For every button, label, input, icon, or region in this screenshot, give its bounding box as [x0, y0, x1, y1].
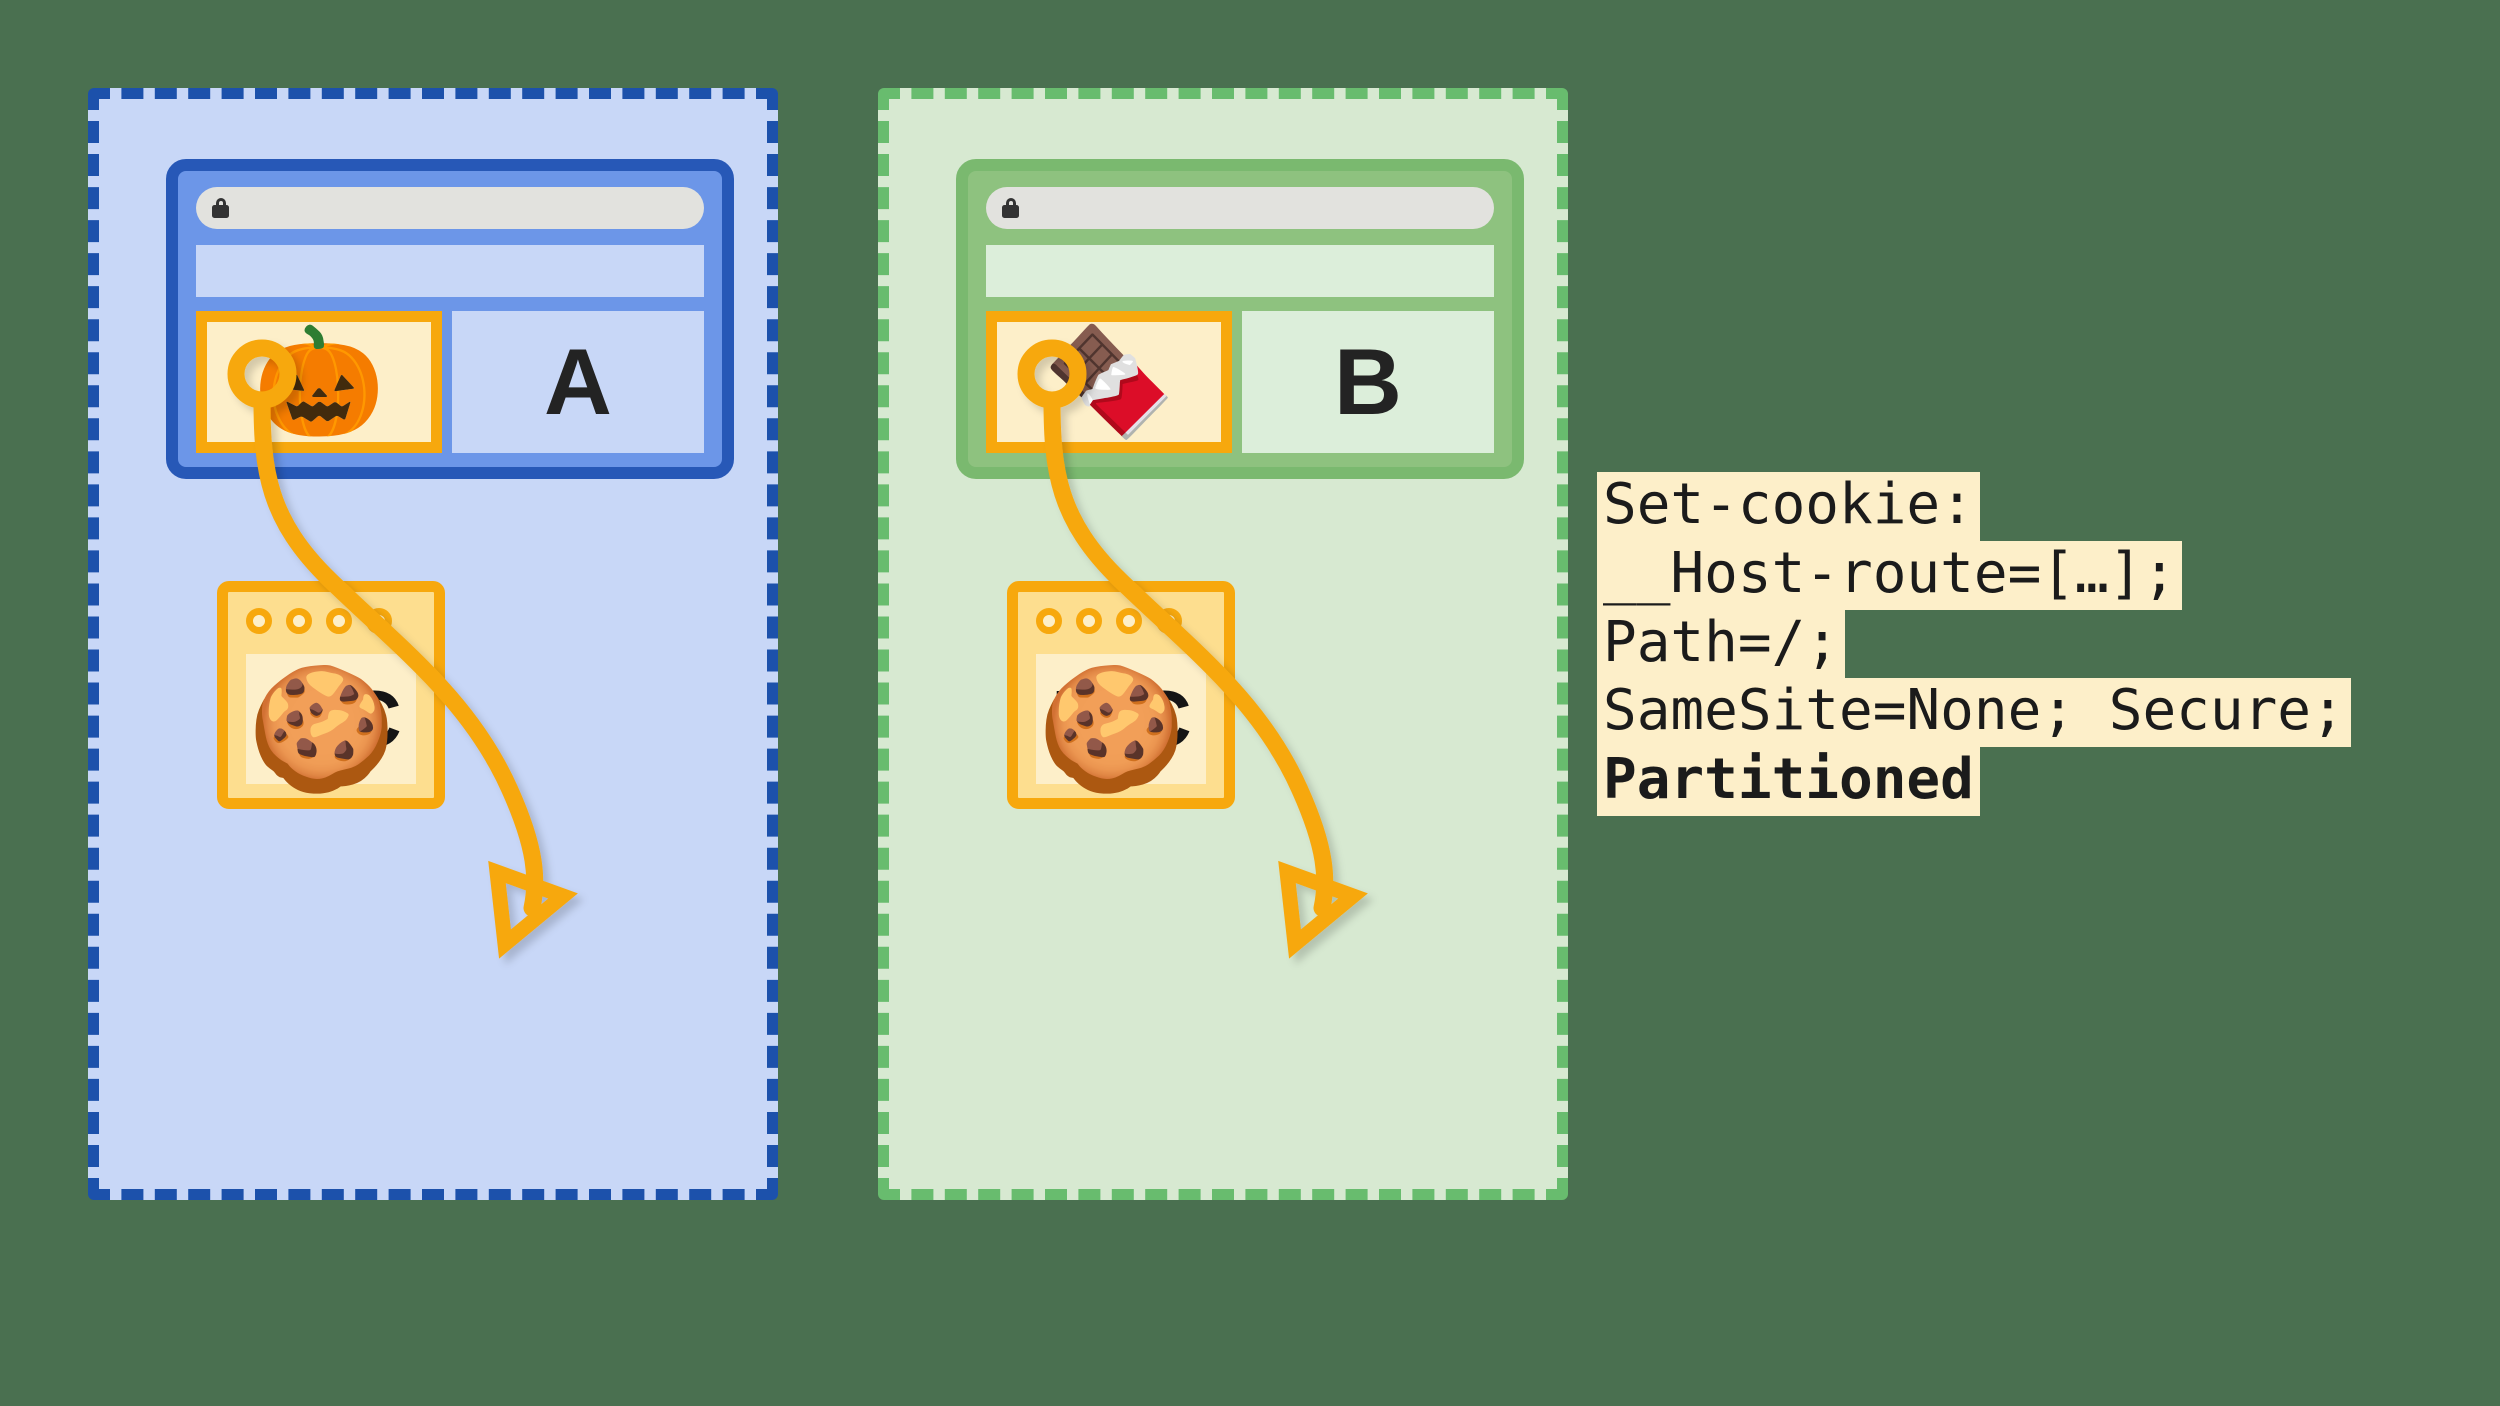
- address-bar-b[interactable]: [986, 187, 1494, 229]
- code-line-2: Path=/;: [1597, 609, 1846, 679]
- code-line-0: Set-cookie:: [1597, 472, 1980, 541]
- code-line-1: __Host-route=[…];: [1597, 540, 2183, 610]
- partition-a: 🎃 A 🍪 A:C: [88, 88, 778, 1200]
- site-letter-a: A: [452, 311, 704, 453]
- storage-box-dot: [326, 608, 352, 634]
- storage-box-dot: [1036, 608, 1062, 634]
- lock-icon: [1002, 197, 1019, 219]
- page-lower-row-a: 🎃 A: [196, 311, 704, 453]
- cookie-icon-b: 🍪: [1037, 662, 1187, 796]
- site-letter-b: B: [1242, 311, 1494, 453]
- embedded-iframe-a: 🎃: [196, 311, 442, 453]
- jack-o-lantern-emoji: 🎃: [253, 323, 385, 441]
- cookie-icon-a: 🍪: [247, 662, 397, 796]
- browser-window-a: 🎃 A: [166, 159, 734, 479]
- set-cookie-header-code: Set-cookie: __Host-route=[…]; Path=/; Sa…: [1597, 472, 2351, 816]
- page-content-band-b: [986, 245, 1494, 297]
- page-content-band-a: [196, 245, 704, 297]
- storage-box-dots: [1036, 608, 1182, 634]
- storage-box-dot: [246, 608, 272, 634]
- address-bar-a[interactable]: [196, 187, 704, 229]
- embedded-iframe-b: 🍫: [986, 311, 1232, 453]
- storage-box-dot: [1076, 608, 1102, 634]
- browser-window-b: 🍫 B: [956, 159, 1524, 479]
- partition-b: 🍫 B 🍪 B:C: [878, 88, 1568, 1200]
- storage-box-dot: [1116, 608, 1142, 634]
- storage-box-dot: [1156, 608, 1182, 634]
- storage-box-dot: [366, 608, 392, 634]
- lock-icon: [212, 197, 229, 219]
- storage-box-dot: [286, 608, 312, 634]
- code-line-4: Partitioned: [1597, 747, 1980, 816]
- page-lower-row-b: 🍫 B: [986, 311, 1494, 453]
- storage-box-dots: [246, 608, 392, 634]
- chocolate-bar-emoji: 🍫: [1043, 323, 1175, 441]
- code-line-3: SameSite=None; Secure;: [1597, 678, 2351, 748]
